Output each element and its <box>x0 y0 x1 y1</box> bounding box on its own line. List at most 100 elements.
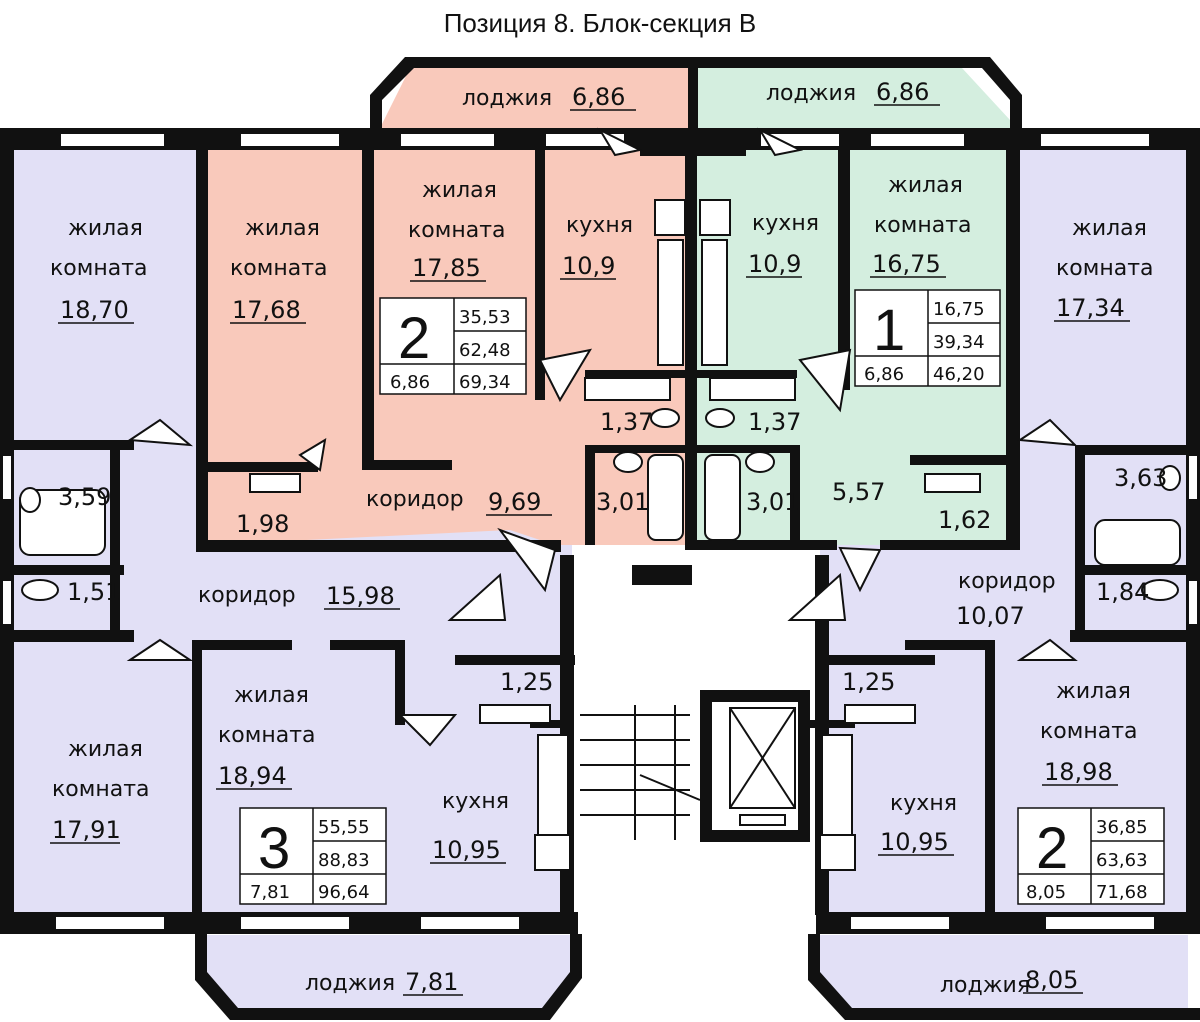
kitchen-br-area: 10,95 <box>880 828 949 856</box>
room-bl-area: 17,91 <box>52 816 121 844</box>
wc-g-area: 1,37 <box>748 408 801 436</box>
stove-icon <box>819 834 856 871</box>
loggia-bottom-right-floor <box>818 935 1188 1015</box>
room-g-name2: комната <box>874 213 972 238</box>
room-tl-name2: комната <box>50 256 148 281</box>
corridor-r-area: 10,07 <box>956 602 1025 630</box>
wc-br-area: 1,25 <box>842 668 895 696</box>
room-g-name1: жилая <box>888 173 963 198</box>
wc-bl-area: 1,25 <box>500 668 553 696</box>
room-p2-area: 17,85 <box>412 254 481 282</box>
apartment-summary-3 <box>239 807 387 905</box>
washer-icon <box>249 473 301 493</box>
apt2-top-rooms: 2 <box>398 306 430 371</box>
right-wall <box>1186 128 1200 928</box>
doors <box>126 127 1078 747</box>
kitchen-p-name: кухня <box>566 213 633 238</box>
apt1-total-loggia: 46,20 <box>933 364 985 385</box>
room-b3-area: 18,94 <box>218 762 287 790</box>
room-tr-name2: комната <box>1056 256 1154 281</box>
room-p1-name1: жилая <box>245 216 320 241</box>
loggia-top-left-name: лоджия <box>462 86 552 111</box>
room-p1-area: 17,68 <box>232 296 301 324</box>
room-tl-name1: жилая <box>68 216 143 241</box>
toilet-icon <box>21 579 59 601</box>
store-g-area: 1,62 <box>938 506 991 534</box>
loggia-top-left-floor <box>380 68 690 128</box>
counter-icon <box>537 734 569 836</box>
sink-icon <box>613 451 643 473</box>
room-tr-name1: жилая <box>1072 216 1147 241</box>
toilet-icon <box>650 408 680 428</box>
apartment-summary-2-top <box>379 297 527 395</box>
apartment-summary-1 <box>854 289 1001 387</box>
room-b3-name2: комната <box>218 723 316 748</box>
apt2-bottom-total-loggia: 71,68 <box>1096 882 1148 903</box>
loggia-bottom-left-floor <box>205 935 575 1010</box>
apt2-bottom-total: 63,63 <box>1096 850 1148 871</box>
corridor-r-name: коридор <box>958 569 1056 594</box>
bath-r1-area: 3,63 <box>1114 464 1167 492</box>
apt3-rooms: 3 <box>258 816 290 881</box>
apt1-loggia: 6,86 <box>864 364 904 385</box>
fixtures <box>19 199 1181 871</box>
bathtub-icon <box>19 489 106 556</box>
apt3-total: 88,83 <box>318 850 370 871</box>
washer-icon <box>479 704 551 724</box>
page-title: Позиция 8. Блок-секция В <box>443 8 757 38</box>
wc-r1-area: 1,84 <box>1096 578 1149 606</box>
loggia-top-left-area: 6,86 <box>572 83 625 111</box>
apt2-bottom-loggia: 8,05 <box>1026 882 1066 903</box>
hall-g-area: 5,57 <box>832 478 885 506</box>
apt3-total-loggia: 96,64 <box>318 882 370 903</box>
corridor-p-name: коридор <box>366 487 464 512</box>
elevator-icon <box>729 707 796 826</box>
bath-p-area: 3,01 <box>596 488 649 516</box>
room-br-name1: жилая <box>1056 679 1131 704</box>
store-p-area: 1,98 <box>236 510 289 538</box>
apt2-bottom-living: 36,85 <box>1096 817 1148 838</box>
room-tl-area: 18,70 <box>60 296 129 324</box>
apt3-loggia: 7,81 <box>250 882 290 903</box>
loggia-top-right-name: лоджия <box>766 81 856 106</box>
loggia-bottom-left-area: 7,81 <box>405 968 458 996</box>
kitchen-br-name: кухня <box>890 791 957 816</box>
stove-icon <box>699 199 731 236</box>
loggia-top-frame <box>370 57 1022 130</box>
apt1-living: 16,75 <box>933 299 985 320</box>
room-br-name2: комната <box>1040 719 1138 744</box>
loggia-top-right-area: 6,86 <box>876 78 929 106</box>
stove-icon <box>654 199 686 236</box>
loggia-bottom-right-area: 8,05 <box>1025 966 1078 994</box>
stove-icon <box>534 834 571 871</box>
corridor-l-area: 15,98 <box>326 582 395 610</box>
area-underlines <box>50 104 1130 996</box>
wc-p-area: 1,37 <box>600 408 653 436</box>
kitchen-bl-area: 10,95 <box>432 836 501 864</box>
toilet-icon <box>1141 579 1179 601</box>
windows <box>1 132 1199 931</box>
staircase <box>580 705 701 840</box>
counter-icon <box>701 239 728 366</box>
room-bl-name2: комната <box>52 777 150 802</box>
apartment-summary-2-bottom <box>1017 807 1165 905</box>
washer-icon <box>709 377 796 401</box>
counter-icon <box>657 239 684 366</box>
room-bl-name1: жилая <box>68 737 143 762</box>
counter-icon <box>821 734 853 836</box>
room-g-area: 16,75 <box>872 250 941 278</box>
bathtub-icon <box>704 454 741 541</box>
apt3-living: 55,55 <box>318 817 370 838</box>
apt2-top-living: 35,53 <box>459 307 511 328</box>
wc-l1-area: 1,51 <box>67 578 120 606</box>
loggia-bottom-left-name: лоджия <box>305 971 395 996</box>
apt2-top-loggia: 6,86 <box>390 372 430 393</box>
kitchen-g-area: 10,9 <box>748 250 801 278</box>
loggia-bottom-left-frame <box>195 934 582 1020</box>
bathtub-icon <box>647 454 684 541</box>
room-p1-name2: комната <box>230 256 328 281</box>
room-b3-name1: жилая <box>234 683 309 708</box>
washer-icon <box>924 473 981 493</box>
bathtub-icon <box>1094 519 1181 566</box>
loggia-top-right-floor <box>697 68 1010 128</box>
